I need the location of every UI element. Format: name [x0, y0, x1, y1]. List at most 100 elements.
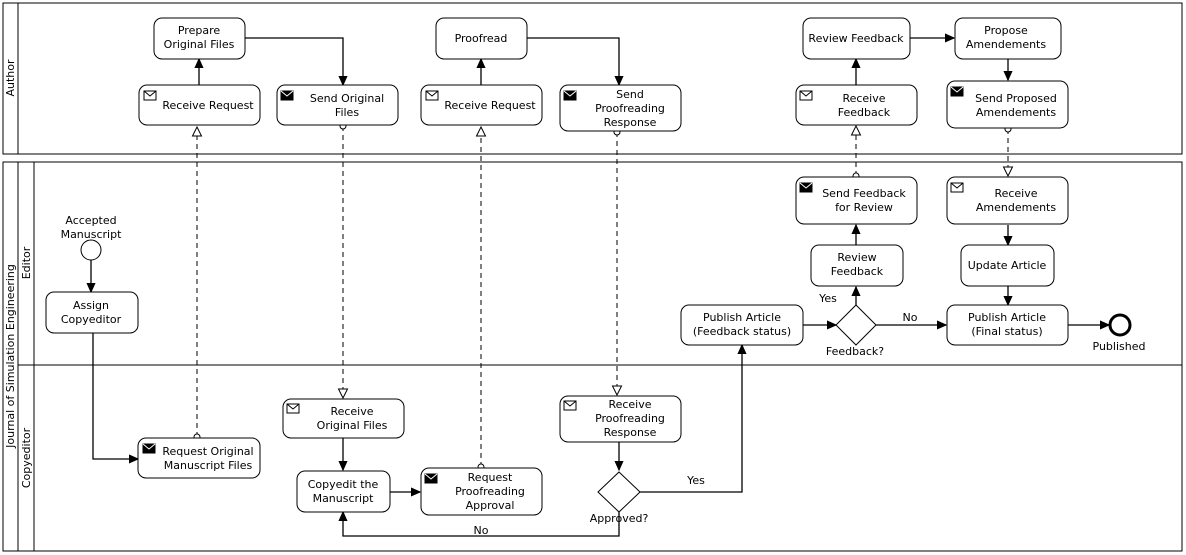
message-flows — [191, 122, 1014, 471]
envelope-icon — [563, 400, 577, 411]
task-label: Copyeditor — [61, 313, 122, 326]
task-send-feedback-for-review[interactable]: Send Feedback for Review — [795, 176, 918, 225]
task-label: Proofread — [455, 32, 508, 45]
envelope-icon — [799, 90, 813, 101]
task-label: Manuscript — [313, 492, 375, 505]
task-label: (Feedback status) — [693, 325, 791, 338]
task-label: Publish Article — [968, 311, 1046, 324]
envelope-filled-icon — [424, 473, 438, 484]
task-label: Receive — [330, 405, 373, 418]
task-label: Approval — [466, 499, 515, 512]
flow-label-approved-no: No — [474, 524, 489, 537]
task-label: Response — [604, 116, 657, 129]
task-label: Send — [616, 88, 644, 101]
author-pool: Author — [2, 2, 1183, 155]
editor-lane-label: Editor — [20, 246, 33, 279]
envelope-filled-icon — [563, 90, 577, 101]
flow-assign-to-request — [92, 333, 138, 459]
task-label: Review Feedback — [808, 32, 904, 45]
task-request-proofreading-approval[interactable]: Request Proofreading Approval — [420, 467, 543, 516]
task-label: Request Original — [162, 445, 253, 458]
task-label: Update Article — [968, 259, 1047, 272]
envelope-icon — [425, 90, 439, 101]
gateway-approved[interactable] — [597, 471, 641, 513]
task-label: Proofreading — [595, 102, 665, 115]
end-event[interactable] — [1108, 313, 1132, 337]
task-assign-copyeditor[interactable]: Assign Copyeditor — [45, 291, 139, 334]
task-label: Send Original — [310, 92, 384, 105]
task-label: Feedback — [831, 265, 884, 278]
task-label: Amendements — [976, 106, 1056, 119]
task-label: Original Files — [164, 38, 235, 51]
gateway-feedback-label: Feedback? — [826, 345, 884, 358]
task-label: Receive Request — [444, 99, 536, 112]
sequence-flows — [91, 37, 1109, 537]
flow-label-approved-yes: Yes — [686, 474, 705, 487]
envelope-icon — [950, 182, 964, 193]
task-update-article[interactable]: Update Article — [960, 244, 1055, 287]
flow-prepare-to-send — [245, 37, 343, 85]
task-label: Send Feedback — [822, 187, 906, 200]
task-label: for Review — [835, 201, 893, 214]
task-label: Manuscript Files — [164, 459, 253, 472]
task-publish-article-final[interactable]: Publish Article (Final status) — [946, 304, 1069, 346]
task-send-proofreading-response[interactable]: Send Proofreading Response — [559, 84, 682, 132]
start-event-label: Accepted — [65, 214, 116, 227]
task-label: Files — [335, 106, 359, 119]
flow-proofread-to-send — [527, 37, 619, 85]
copyeditor-lane-label: Copyeditor — [20, 427, 33, 488]
task-label: Assign — [73, 299, 109, 312]
start-event-label: Manuscript — [61, 228, 123, 241]
author-pool-label: Author — [4, 59, 17, 97]
task-propose-amendements[interactable]: Propose Amendements — [954, 17, 1062, 60]
task-label: Review — [837, 251, 876, 264]
flow-label-feedback-no: No — [903, 311, 918, 324]
task-receive-proofreading-response[interactable]: Receive Proofreading Response — [559, 395, 682, 443]
task-review-feedback-editor[interactable]: Review Feedback — [810, 244, 904, 287]
task-prepare-original-files[interactable]: Prepare Original Files — [153, 17, 246, 60]
envelope-filled-icon — [950, 86, 964, 97]
flow-approved-no — [343, 512, 620, 537]
journal-pool: Journal of Simulation Engineering Editor… — [2, 161, 1183, 552]
task-label: Receive Request — [162, 99, 254, 112]
task-label: Receive — [608, 398, 651, 411]
task-label: Original Files — [317, 419, 388, 432]
envelope-icon — [286, 403, 300, 414]
task-label: Feedback — [838, 106, 891, 119]
envelope-filled-icon — [280, 90, 294, 101]
task-copyedit-manuscript[interactable]: Copyedit the Manuscript — [296, 470, 391, 513]
task-receive-feedback[interactable]: Receive Feedback — [795, 84, 918, 126]
flow-approved-yes — [640, 345, 742, 493]
task-request-original-files[interactable]: Request Original Manuscript Files — [137, 437, 261, 479]
task-label: Proofreading — [455, 485, 525, 498]
task-receive-original-files[interactable]: Receive Original Files — [282, 398, 405, 439]
flow-label-feedback-yes: Yes — [818, 292, 837, 305]
task-label: Amendements — [966, 38, 1046, 51]
task-send-proposed-amendements[interactable]: Send Proposed Amendements — [946, 80, 1069, 129]
task-send-original-files[interactable]: Send Original Files — [276, 84, 399, 126]
task-publish-article-feedback[interactable]: Publish Article (Feedback status) — [680, 304, 804, 346]
task-proofread[interactable]: Proofread — [435, 17, 528, 60]
gateway-feedback[interactable] — [835, 304, 877, 346]
task-label: Response — [604, 426, 657, 439]
envelope-icon — [143, 90, 157, 101]
gateway-approved-label: Approved? — [590, 512, 649, 525]
task-label: Receive — [842, 92, 885, 105]
task-label: Amendements — [976, 201, 1056, 214]
start-event[interactable] — [80, 239, 102, 261]
envelope-filled-icon — [799, 182, 813, 193]
task-label: (Final status) — [971, 325, 1042, 338]
task-label: Publish Article — [703, 311, 781, 324]
task-label: Receive — [994, 187, 1037, 200]
task-label: Send Proposed — [975, 92, 1057, 105]
task-receive-amendements[interactable]: Receive Amendements — [946, 176, 1069, 225]
journal-pool-label: Journal of Simulation Engineering — [4, 264, 17, 449]
task-label: Request — [468, 471, 513, 484]
task-review-feedback-author[interactable]: Review Feedback — [802, 17, 911, 60]
task-author-receive-request-1[interactable]: Receive Request — [138, 84, 261, 126]
task-author-receive-request-2[interactable]: Receive Request — [420, 84, 543, 126]
task-label: Copyedit the — [308, 478, 379, 491]
task-label: Propose — [984, 24, 1028, 37]
